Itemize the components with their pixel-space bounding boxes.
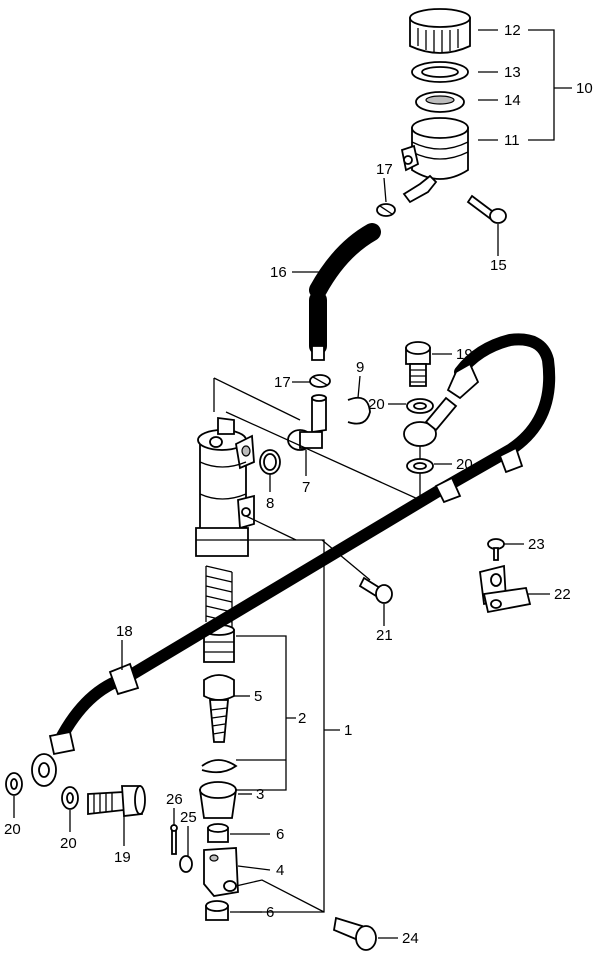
label-4: 4 xyxy=(276,862,284,879)
label-19-upper: 19 xyxy=(456,346,473,363)
reservoir-diaphragm-plate xyxy=(411,61,469,83)
label-18: 18 xyxy=(116,623,133,640)
label-26: 26 xyxy=(166,791,183,808)
reservoir-diaphragm xyxy=(415,91,465,113)
bracket-screw xyxy=(487,538,505,561)
label-22: 22 xyxy=(554,586,571,603)
label-24: 24 xyxy=(402,930,419,947)
label-17-upper: 17 xyxy=(376,161,393,178)
label-16: 16 xyxy=(270,264,287,281)
label-8: 8 xyxy=(266,495,274,512)
label-20-lower-a: 20 xyxy=(4,821,21,838)
label-7: 7 xyxy=(302,479,310,496)
banjo-end-upper xyxy=(403,396,458,447)
label-21: 21 xyxy=(376,627,393,644)
piston xyxy=(203,674,235,743)
leader-lines xyxy=(13,29,572,939)
nut-lower xyxy=(205,900,229,921)
label-2: 2 xyxy=(298,710,306,727)
master-cylinder-body xyxy=(195,416,255,557)
reservoir-cap xyxy=(409,8,471,54)
washer-upper-b xyxy=(406,458,434,474)
mounting-bolt xyxy=(358,576,393,604)
clevis-pin xyxy=(332,916,377,951)
label-20-upper-a: 20 xyxy=(368,396,385,413)
reservoir-body xyxy=(400,117,469,204)
reservoir-screw xyxy=(466,194,507,224)
return-spring xyxy=(205,565,233,628)
label-12: 12 xyxy=(504,22,521,39)
washer-upper-a xyxy=(406,398,434,414)
washer-lower-a xyxy=(5,772,23,796)
label-14: 14 xyxy=(504,92,521,109)
label-13: 13 xyxy=(504,64,521,81)
circlip-upper xyxy=(347,396,371,425)
label-20-lower-b: 20 xyxy=(60,835,77,852)
label-5: 5 xyxy=(254,688,262,705)
hose-bracket xyxy=(479,564,532,614)
label-23: 23 xyxy=(528,536,545,553)
label-9: 9 xyxy=(356,359,364,376)
callout-labels: 12 13 14 11 10 17 15 16 17 9 19 20 20 7 … xyxy=(4,22,593,947)
label-1: 1 xyxy=(344,722,352,739)
label-20-upper-b: 20 xyxy=(456,456,473,473)
label-25: 25 xyxy=(180,809,197,826)
label-6-upper: 6 xyxy=(276,826,284,843)
label-15: 15 xyxy=(490,257,507,274)
clevis xyxy=(203,847,239,897)
reservoir-hose xyxy=(309,223,381,361)
label-19-lower: 19 xyxy=(114,849,131,866)
brake-hose xyxy=(48,333,556,756)
banjo-bolt-lower xyxy=(87,785,146,817)
washer-25 xyxy=(179,855,193,873)
washer-lower-b xyxy=(61,786,79,810)
inlet-connector xyxy=(287,394,327,451)
circlip-lower xyxy=(201,759,238,774)
hose-clamp-upper xyxy=(376,203,396,217)
o-ring xyxy=(259,449,281,475)
label-10: 10 xyxy=(576,80,593,97)
label-11: 11 xyxy=(504,132,520,149)
cotter-pin xyxy=(170,824,178,855)
label-3: 3 xyxy=(256,786,264,803)
label-17-lower: 17 xyxy=(274,374,291,391)
hose-clamp-lower xyxy=(309,374,331,388)
banjo-bolt-upper xyxy=(405,341,431,387)
boot xyxy=(198,781,238,819)
nut-upper xyxy=(207,823,229,843)
banjo-end-lower xyxy=(31,753,57,787)
label-6-lower: 6 xyxy=(266,904,274,921)
